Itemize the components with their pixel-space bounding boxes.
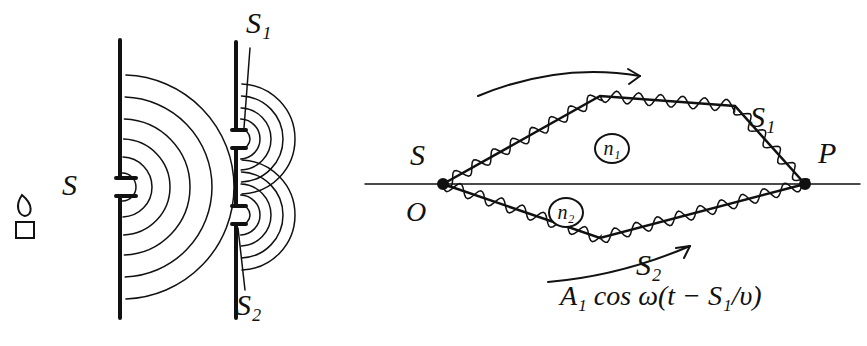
leader-line [244,48,250,128]
medium-index: n₁ [604,138,621,158]
point-label: S₂ [636,250,661,280]
wavefront-arc [241,195,260,235]
wave-formula: A₁ cos ω(t − S₁/υ) [560,282,762,310]
leader-line [238,228,245,290]
arrow-head [628,69,640,84]
medium-index: n₂ [558,202,575,222]
wavefront-arc [124,119,190,255]
point-label: P [818,138,836,168]
wavefront-arc [124,139,170,235]
wavefronts-s [122,75,234,299]
source-point [438,179,448,189]
wavefront-arc [242,96,283,182]
arrow-head [676,246,690,258]
wave-path-one [443,91,809,187]
point-label: S₁ [750,102,775,132]
point-label: O [406,198,426,226]
wavefront-arc [242,172,283,258]
wavefront-arc [241,184,271,246]
medium-circle: n₂ [548,197,584,228]
wave-path-two [443,180,804,243]
point-label: S₁ [246,8,271,38]
wavefront-arc [240,129,250,149]
lamp-flame [18,195,31,216]
direction-arrow [478,72,640,96]
wavefronts-s2 [240,160,295,270]
wavefront-arc [123,157,152,217]
path-one [443,96,805,184]
direction-arrow [548,246,690,282]
medium-circle: n₁ [594,133,630,164]
target-point [800,179,810,189]
wavefront-arc [240,205,250,225]
point-label: S [410,140,425,170]
wavefront-arc [242,160,295,270]
wavefront-arc [242,84,295,194]
wavefronts-s1 [240,84,295,194]
wavefront-arc [126,75,234,299]
path-two [443,184,805,238]
lamp-base [16,222,34,238]
point-label: S [62,170,77,200]
wavefront-arc [125,97,212,277]
wavefront-arc [122,173,136,201]
point-label: S₂ [236,290,261,320]
